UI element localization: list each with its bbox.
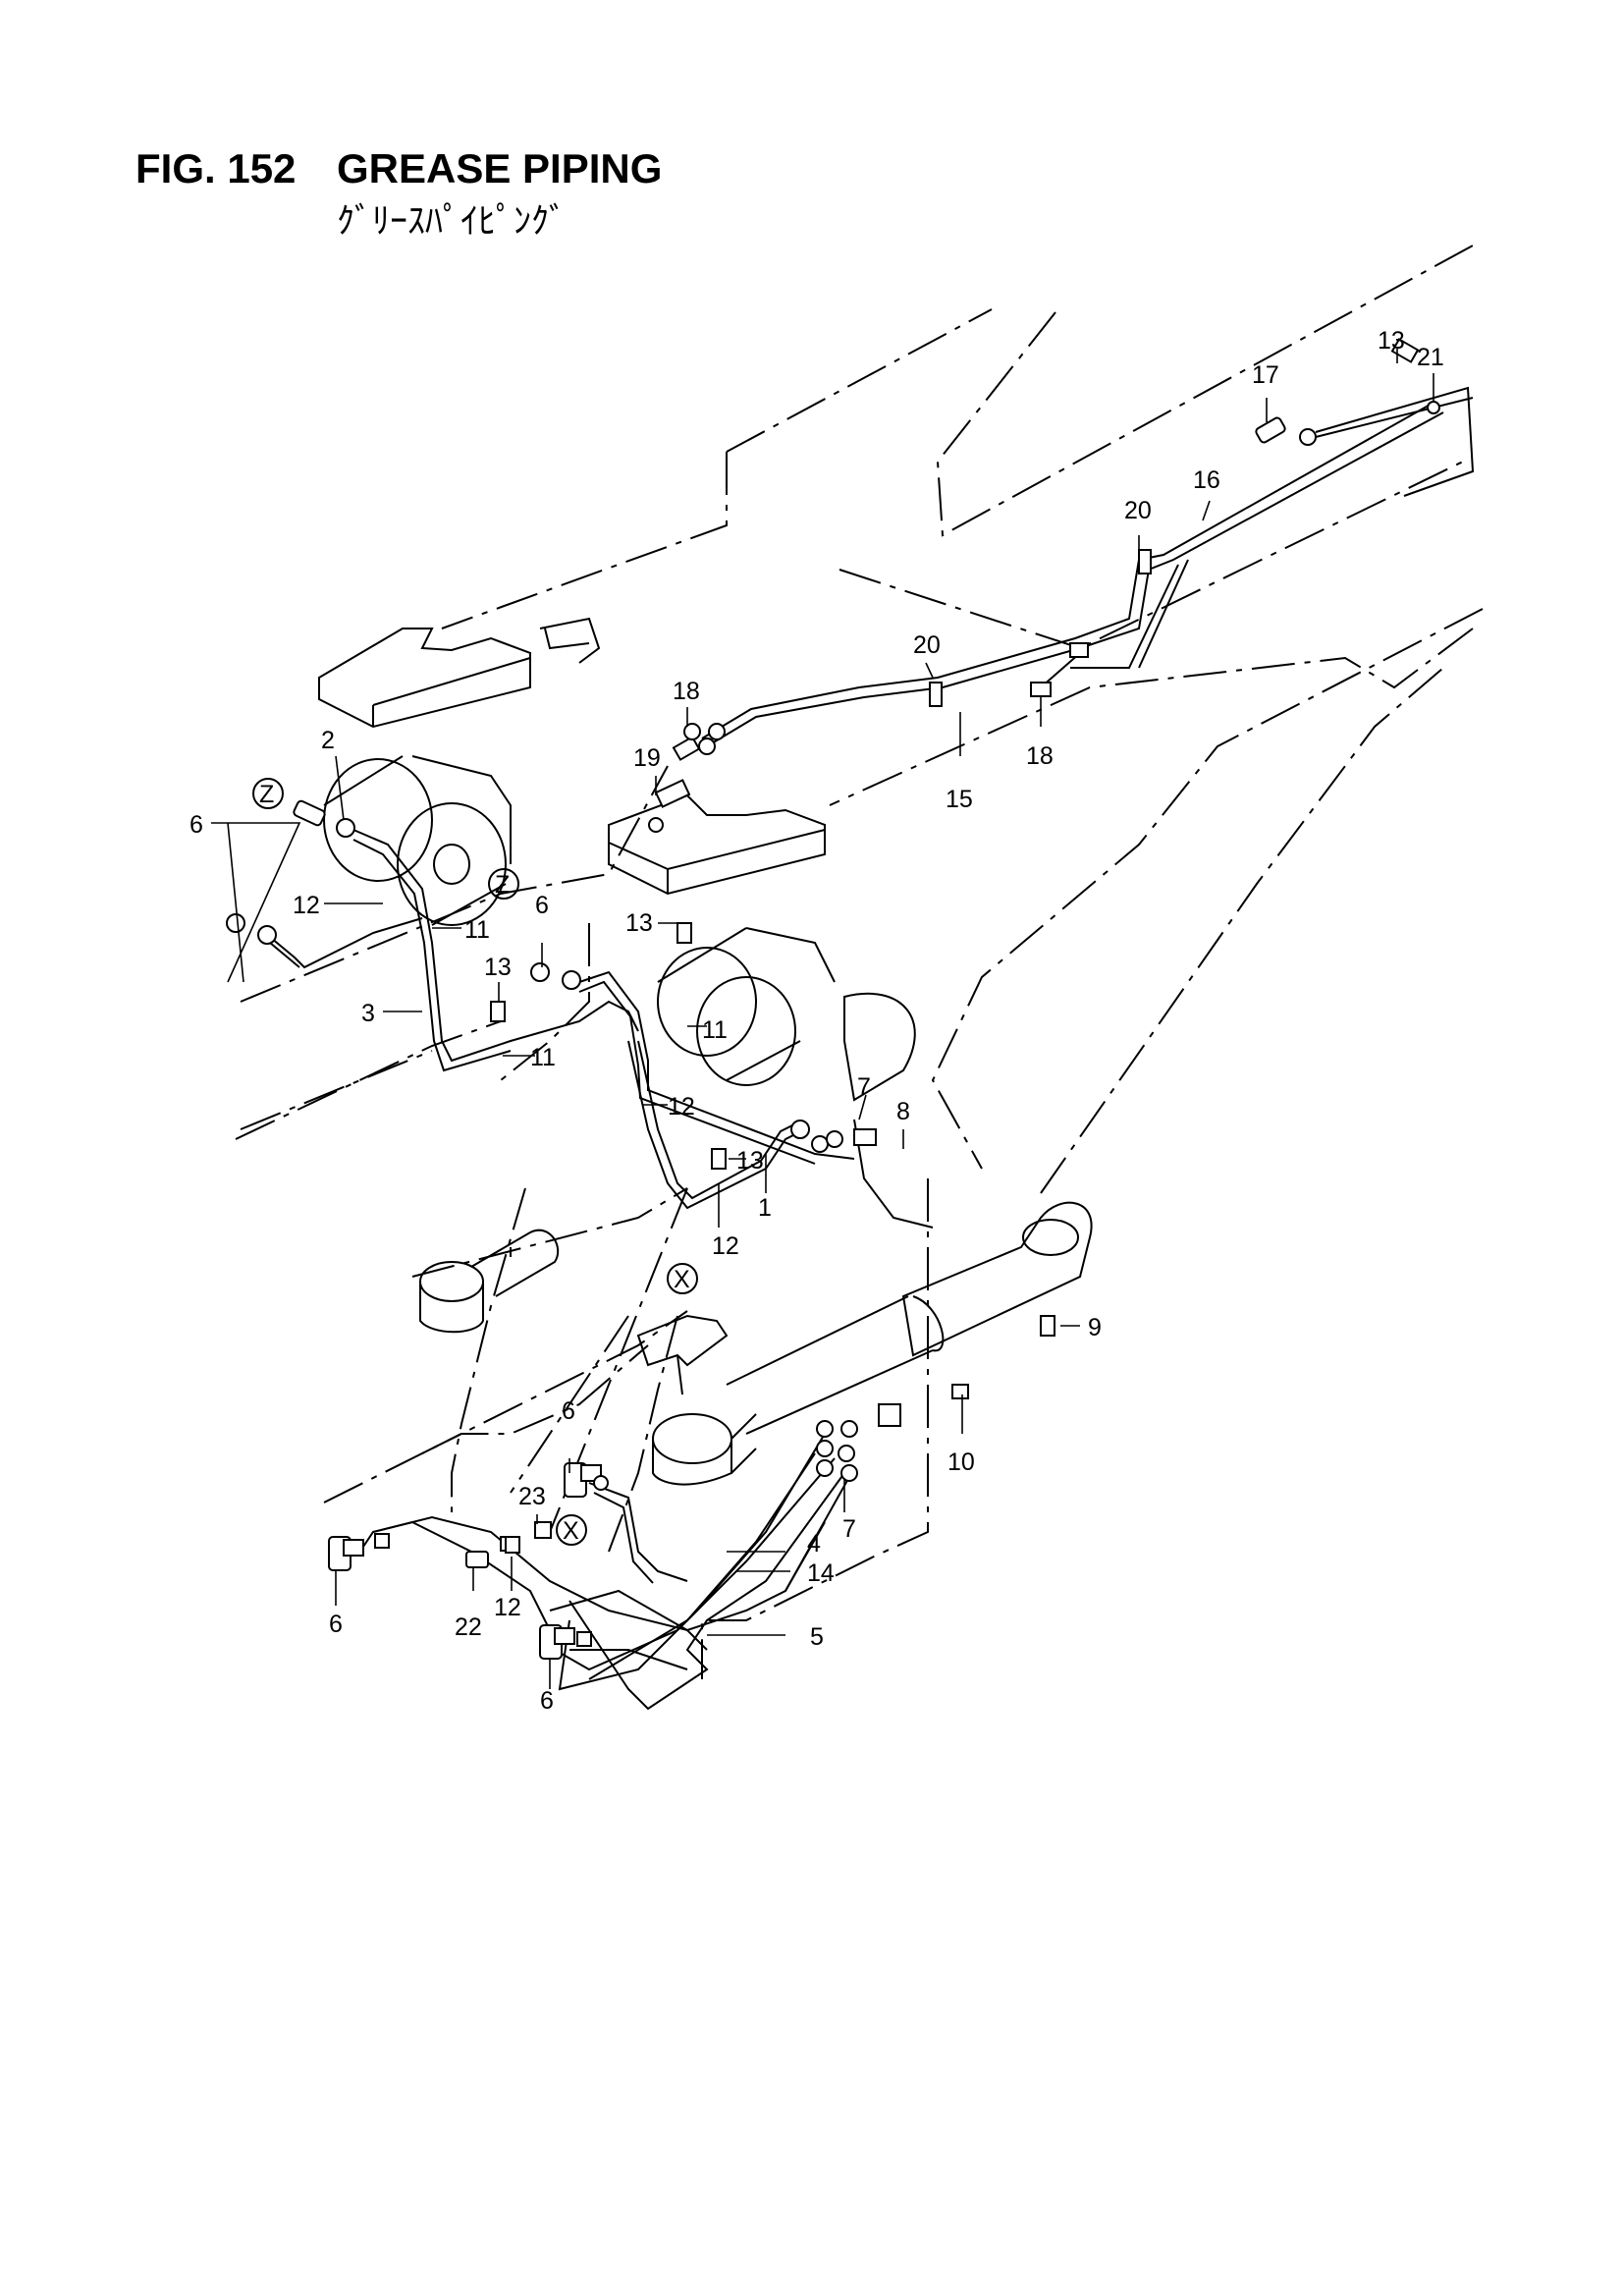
callout-21: 21 (1417, 344, 1444, 371)
boom-foot-plates (318, 617, 826, 896)
leader-lines (211, 349, 1434, 1689)
callout-22: 22 (455, 1613, 482, 1641)
figure-title: FIG. 152 GREASE PIPING (135, 145, 662, 192)
callout-10: 10 (947, 1449, 975, 1476)
callout-4: 4 (807, 1530, 821, 1558)
callout-1: 1 (758, 1194, 772, 1222)
callout-13: 13 (625, 909, 653, 937)
marker-z-right: Z (495, 871, 510, 899)
callout-12: 12 (712, 1232, 739, 1260)
callout-17: 17 (1252, 361, 1279, 389)
callout-12: 12 (494, 1594, 521, 1621)
callout-19: 19 (633, 744, 661, 772)
callout-8: 8 (896, 1098, 910, 1125)
callout-labels: 2 6 12 11 3 11 13 6 13 11 12 13 12 1 7 8… (189, 327, 1444, 1715)
callout-11: 11 (702, 1016, 728, 1044)
callout-5: 5 (810, 1623, 824, 1651)
marker-z-left: Z (259, 781, 274, 808)
figure-name: GREASE PIPING (337, 145, 663, 191)
callout-16: 16 (1193, 466, 1220, 494)
boom-pin-bosses (323, 755, 934, 1229)
callout-14: 14 (807, 1559, 835, 1587)
callout-7: 7 (857, 1073, 871, 1101)
callout-12: 12 (668, 1093, 695, 1121)
arm-cylinder (419, 1229, 560, 1334)
callout-20: 20 (913, 631, 941, 659)
callout-12: 12 (293, 892, 320, 919)
callout-15: 15 (946, 786, 973, 813)
x-joint (636, 1314, 729, 1395)
grease-pipes (264, 386, 1475, 1711)
figure-name-japanese: ｸﾞﾘｰｽﾊﾟｲﾋﾟﾝｸﾞ (337, 201, 567, 242)
marker-circle (556, 1514, 587, 1546)
callout-6: 6 (540, 1687, 554, 1715)
callout-6: 6 (329, 1611, 343, 1638)
marker-x-lower: X (563, 1517, 579, 1545)
callout-23: 23 (518, 1483, 546, 1510)
callout-13: 13 (484, 954, 512, 981)
callout-11: 11 (530, 1044, 556, 1071)
marker-x-upper: X (674, 1266, 690, 1293)
callout-20: 20 (1124, 497, 1152, 524)
callout-18: 18 (1026, 742, 1054, 770)
callout-18: 18 (673, 678, 700, 705)
marker-circle (667, 1263, 698, 1294)
callout-6: 6 (562, 1397, 575, 1425)
fittings (226, 338, 1440, 1660)
boom-outline (235, 245, 1484, 1679)
callout-7: 7 (842, 1515, 856, 1543)
callout-13: 13 (1378, 327, 1405, 355)
callout-13: 13 (736, 1147, 764, 1175)
callout-6: 6 (535, 892, 549, 919)
view-markers: Z Z X X (252, 778, 698, 1546)
callout-6: 6 (189, 811, 203, 839)
callout-3: 3 (361, 1000, 375, 1027)
callout-11: 11 (464, 916, 490, 944)
callout-2: 2 (321, 727, 335, 754)
figure-number: FIG. 152 (135, 145, 297, 191)
boom-cylinder (652, 1201, 1093, 1486)
marker-circle (488, 868, 519, 900)
callout-9: 9 (1088, 1314, 1102, 1341)
marker-circle (252, 778, 284, 809)
